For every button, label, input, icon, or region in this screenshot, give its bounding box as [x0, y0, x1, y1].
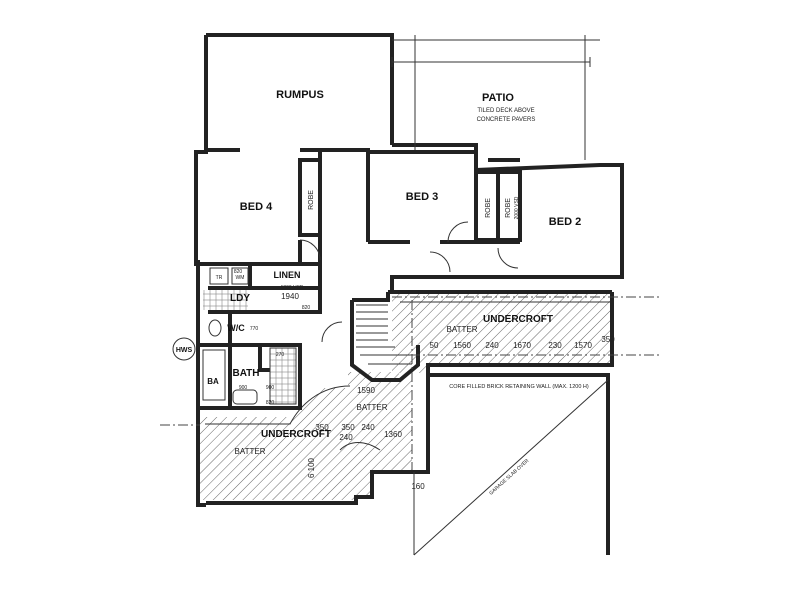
patio-return	[392, 143, 520, 162]
door-swing-bed4	[299, 239, 321, 261]
undercroft-label-left: UNDERCROFT	[261, 429, 331, 440]
room-label-bed2: BED 2	[549, 216, 581, 228]
door-swing-wc	[321, 321, 343, 343]
dim-240-b: 240	[361, 423, 375, 432]
dim-350-b: 350	[341, 423, 355, 432]
dim-230: 230	[548, 341, 562, 350]
batter-label-left: BATTER	[235, 447, 266, 456]
door-swing-bed3	[447, 221, 469, 243]
dim-ldy-1800: 1800 VSD	[281, 285, 304, 291]
dim-160: 160	[411, 482, 425, 491]
dim-240-a: 240	[485, 341, 499, 350]
dim-350-c: 350	[315, 423, 329, 432]
garage-slab-note: GARAGE SLAB OVER	[488, 458, 530, 497]
bed2-walls	[390, 163, 624, 292]
dim-1570: 1570	[574, 341, 592, 350]
patio-note-2: CONCRETE PAVERS	[477, 117, 536, 123]
batter-label-right: BATTER	[447, 325, 478, 334]
dim-6100: 6 100	[307, 457, 316, 478]
batter-curve-mid	[339, 442, 381, 451]
room-label-patio: PATIO	[482, 92, 514, 104]
hws-label: HWS	[176, 347, 193, 354]
room-label-rumpus: RUMPUS	[276, 89, 324, 101]
dim-50: 50	[430, 341, 439, 350]
dim-robe-2000: 2000 VSD	[514, 196, 520, 219]
door-swing-bed2	[497, 247, 519, 269]
robe-label-bed2: ROBE	[505, 198, 512, 218]
outer-wall-left-lower	[196, 260, 206, 507]
dim-1560: 1560	[453, 341, 471, 350]
room-label-ba: BA	[207, 377, 219, 386]
patio-dim-top	[391, 57, 591, 67]
dim-1360: 1360	[384, 430, 402, 439]
dim-770: 770	[250, 326, 259, 332]
basin	[232, 389, 258, 405]
undercroft-label-right: UNDERCROFT	[483, 314, 553, 325]
wm-label: WM	[236, 275, 245, 281]
dim-1670: 1670	[513, 341, 531, 350]
bed3-walls	[366, 150, 478, 244]
dim-240-c: 240	[339, 433, 353, 442]
door-swing-hall	[429, 251, 451, 273]
tub-laundry	[209, 267, 229, 285]
retaining-wall-note: CORE FILLED BRICK RETAINING WALL (MAX. 1…	[449, 384, 589, 390]
robe-label-bed3: ROBE	[485, 198, 492, 218]
dim-820-c: 820	[266, 400, 275, 406]
shower-tiles	[269, 347, 297, 405]
room-label-wc: W/C	[227, 323, 245, 333]
hws-circle	[172, 337, 196, 361]
dim-1590: 1590	[357, 386, 375, 395]
batter-label-mid: BATTER	[357, 403, 388, 412]
robes-bed2	[478, 170, 522, 242]
dim-820-a: 820	[302, 305, 311, 311]
stair-treads	[356, 304, 412, 365]
dim-900-a: 900	[239, 385, 248, 391]
dim-270: 270	[276, 352, 285, 358]
dim-350-a: 350	[601, 335, 615, 344]
room-label-bed4: BED 4	[240, 201, 273, 213]
robe-bed4	[298, 158, 322, 237]
service-walls	[208, 262, 322, 345]
toilet-icon	[208, 319, 222, 337]
dim-900-b: 900	[266, 385, 275, 391]
tr-label: TR	[216, 275, 223, 281]
stair-walls	[350, 292, 420, 382]
patio-note-1: TILED DECK ABOVE	[477, 108, 534, 114]
robe-label-bed4: ROBE	[308, 190, 315, 210]
undercroft-boundary	[206, 290, 614, 505]
batter-line-left	[205, 385, 351, 425]
garage-left-wall	[426, 372, 610, 555]
garage-slab-diagonal	[413, 379, 609, 556]
room-label-ldy: LDY	[230, 293, 250, 304]
washing-machine	[231, 267, 249, 285]
room-label-bed3: BED 3	[406, 191, 438, 203]
undercroft-hatch-right	[392, 293, 612, 373]
bathtub	[202, 349, 226, 401]
laundry-tiles	[203, 290, 248, 310]
undercroft-hatch-left	[200, 372, 412, 500]
room-label-bath: BATH	[232, 368, 259, 379]
room-label-linen: LINEN	[274, 270, 301, 280]
dim-ldy-1940: 1940	[281, 292, 299, 301]
dim-820-b: 820	[234, 269, 243, 275]
